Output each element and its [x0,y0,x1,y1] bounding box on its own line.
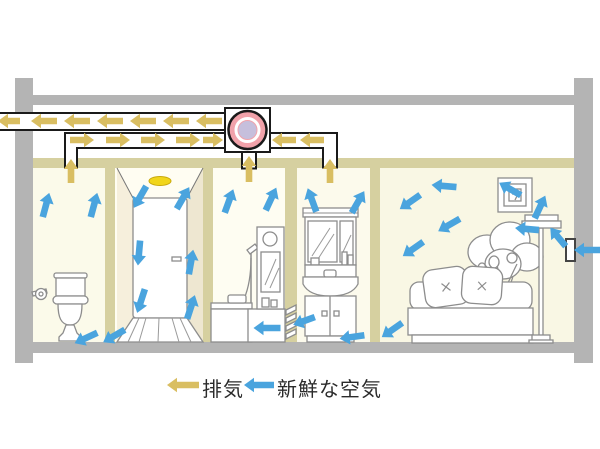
exhaust-arrow-icon [163,113,189,129]
exhaust-arrow-icon [272,132,296,148]
vanity-unit [302,207,359,343]
fresh-air-arrow-icon [131,240,146,266]
fresh-air-arrow-icon [39,192,54,218]
fresh-air-arrow-icon [348,191,366,215]
exhaust-arrow-icon [130,113,156,129]
exhaust-arrow-icon [63,159,79,183]
airflow-arrows-layer [0,113,600,393]
exhaust-arrow-icon [97,113,123,129]
bath-fan-icon [262,231,278,247]
fresh-air-arrow-icon [402,239,426,257]
exhaust-arrow-icon [300,132,324,148]
exhaust-arrow-icon [196,113,222,129]
fresh-air-arrow-icon [515,221,540,236]
fresh-air-arrow-icon [253,320,281,336]
fresh-air-arrow-icon [184,249,199,275]
fresh-air-arrow-icon [574,242,600,258]
fresh-air-arrow-icon [103,326,127,344]
ventilation-fan-icon [227,109,268,151]
fresh-air-arrow-icon [304,188,320,213]
exhaust-arrow-icon [70,132,94,148]
ceiling-light-icon [148,176,172,186]
bath-mirror-panel [247,226,286,343]
hallway-wood-floor [115,317,205,343]
ceiling-band [33,158,574,168]
partition-wash-living [370,168,380,342]
fresh-air-arrow-icon [132,184,150,208]
fresh-air-arrow-icon [262,187,279,212]
fresh-air-arrow-icon [499,181,523,199]
exhaust-arrow-icon [141,132,165,148]
fresh-air-arrow-icon [221,189,237,214]
fresh-air-arrow-icon [339,330,365,345]
partition-hall-bath [203,168,213,342]
fresh-air-arrow-icon [244,377,274,393]
fresh-air-arrow-icon [183,295,199,320]
fresh-air-arrow-icon [133,288,149,313]
exhaust-arrow-icon [106,132,130,148]
fresh-air-arrow-icon [74,329,99,346]
vanity-faucet-icon [323,269,337,278]
partition-louver-wall [285,168,297,342]
legend-exhaust-label: 排気 [202,379,244,401]
fresh-air-arrow-icon [531,195,548,220]
legend-fresh-label: 新鮮な空気 [277,379,382,401]
exhaust-arrow-icon [241,156,257,182]
exhaust-arrow-icon [167,377,199,393]
exhaust-arrow-icon [176,132,200,148]
toilet-fixture [31,272,89,342]
exhaust-arrow-icon [322,159,338,183]
right-wall-column [574,78,593,363]
fresh-air-arrow-icon [399,192,423,210]
left-wall-column [15,78,33,363]
exhaust-arrow-icon [31,113,57,129]
fresh-air-arrow-icon [293,313,316,329]
sofa-pillow [422,265,470,309]
fresh-air-arrow-icon [173,187,191,211]
floor-beam [15,342,593,353]
fresh-air-arrow-icon [431,178,457,193]
exhaust-arrow-icon [0,113,20,129]
ceiling-beam [33,95,574,105]
fresh-air-arrow-icon [381,320,405,338]
door-handle-icon [171,256,182,262]
louver-vent [285,303,297,341]
bathtub [210,243,259,343]
exhaust-arrow-icon [64,113,90,129]
partition-toilet-hall [105,168,115,342]
sofa [407,265,534,344]
fresh-air-inlet-grille [565,238,576,262]
bath-faucet-icon [227,294,247,304]
fresh-air-arrow-icon [87,192,102,218]
sofa-pillow [460,265,504,306]
fresh-air-arrow-icon [438,215,462,233]
toilet-paper-icon [31,287,48,301]
fresh-air-arrow-icon [550,227,569,249]
